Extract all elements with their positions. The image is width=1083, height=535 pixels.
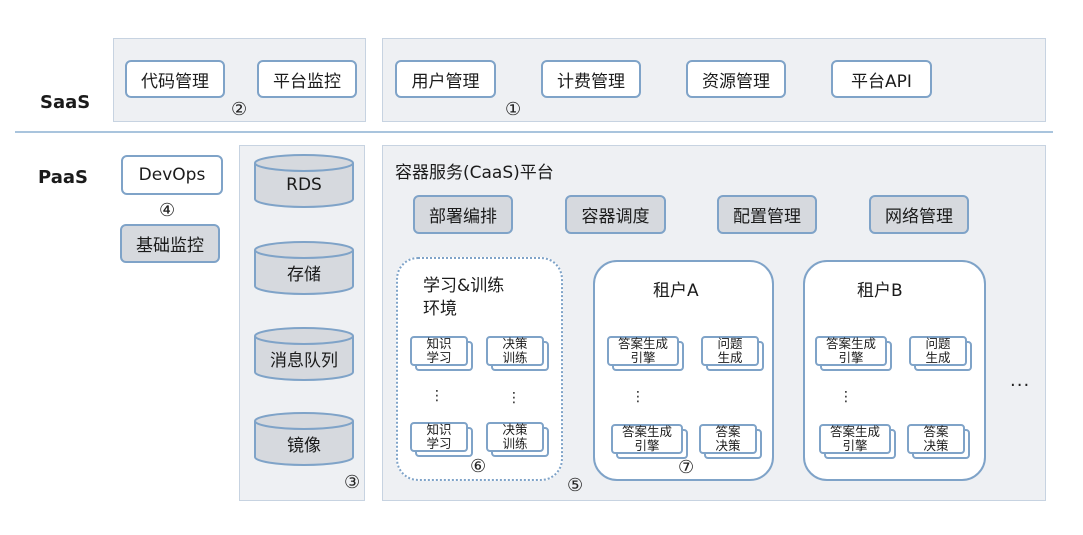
message-queue-label: 消息队列 [270, 350, 338, 371]
message-queue-cylinder-icon [254, 327, 354, 381]
answer-decision-node-b: 答案 决策 [907, 424, 970, 459]
answer-engine-node: 答案生成 引擎 [607, 336, 684, 371]
caas-panel: 容器服务(CaaS)平台 部署编排 容器调度 配置管理 网络管理 学习&训练 环… [382, 145, 1046, 501]
resource-management-box: 资源管理 [686, 60, 786, 98]
marker-6: ⑥ [470, 456, 487, 477]
saas-dev-panel: 代码管理 平台监控 ② [113, 38, 366, 122]
saas-business-panel: 用户管理 计费管理 资源管理 平台API ① [382, 38, 1046, 122]
knowledge-learning-node-2: 知识 学习 [410, 422, 473, 457]
tenant-b-container: 租户B 答案生成 引擎 问题 生成 ⋮ 答案生成 引擎 答案 决策 [803, 260, 986, 481]
billing-management-box: 计费管理 [541, 60, 641, 98]
rds-label: RDS [286, 175, 322, 195]
storage-label: 存储 [287, 264, 321, 285]
question-generation-node-b: 问题 生成 [909, 336, 972, 371]
image-label: 镜像 [287, 435, 321, 456]
tenant-a-title: 租户A [653, 281, 699, 301]
more-tenants-ellipsis: ... [1010, 370, 1031, 391]
tenant-a-ellipsis: ⋮ [631, 389, 645, 405]
rds-cylinder-icon [254, 154, 354, 208]
training-ellipsis-left: ⋮ [430, 388, 444, 404]
decision-training-node: 决策 训练 [486, 336, 549, 371]
config-management-box: 配置管理 [717, 195, 817, 234]
platform-api-box: 平台API [831, 60, 932, 98]
marker-2: ② [231, 99, 248, 120]
answer-engine-node-b: 答案生成 引擎 [815, 336, 892, 371]
decision-training-node-2: 决策 训练 [486, 422, 549, 457]
user-management-box: 用户管理 [395, 60, 496, 98]
training-env-title-1: 学习&训练 [423, 276, 505, 296]
image-cylinder-icon [254, 412, 354, 466]
paas-layer-label: PaaS [38, 167, 88, 188]
answer-engine-node-2: 答案生成 引擎 [611, 424, 688, 459]
knowledge-learning-node: 知识 学习 [410, 336, 473, 371]
storage-panel: RDS 存储 消息队列 镜像 ③ [239, 145, 365, 501]
tenant-b-ellipsis: ⋮ [839, 389, 853, 405]
training-ellipsis-right: ⋮ [507, 390, 521, 406]
answer-engine-node-b-2: 答案生成 引擎 [819, 424, 896, 459]
answer-decision-node: 答案 决策 [699, 424, 762, 459]
network-management-box: 网络管理 [869, 195, 969, 234]
tenant-a-container: 租户A 答案生成 引擎 问题 生成 ⋮ 答案生成 引擎 答案 决策 ⑦ [593, 260, 774, 481]
saas-layer-label: SaaS [40, 92, 91, 113]
training-environment-container: 学习&训练 环境 知识 学习 决策 训练 ⋮ ⋮ 知识 学习 决策 训练 ⑥ [396, 257, 563, 481]
storage-cylinder-icon [254, 241, 354, 295]
training-env-title-2: 环境 [423, 299, 457, 319]
layer-divider [15, 131, 1053, 133]
tenant-b-title: 租户B [857, 281, 903, 301]
deploy-orchestration-box: 部署编排 [413, 195, 513, 234]
devops-box: DevOps [121, 155, 223, 195]
marker-4: ④ [159, 200, 176, 221]
basic-monitoring-box: 基础监控 [120, 224, 220, 263]
code-management-box: 代码管理 [125, 60, 225, 98]
marker-1: ① [505, 99, 522, 120]
caas-title: 容器服务(CaaS)平台 [395, 163, 554, 183]
question-generation-node: 问题 生成 [701, 336, 764, 371]
marker-3: ③ [344, 472, 361, 493]
marker-7: ⑦ [678, 457, 695, 478]
platform-monitoring-box: 平台监控 [257, 60, 357, 98]
marker-5: ⑤ [567, 475, 584, 496]
container-scheduling-box: 容器调度 [565, 195, 666, 234]
